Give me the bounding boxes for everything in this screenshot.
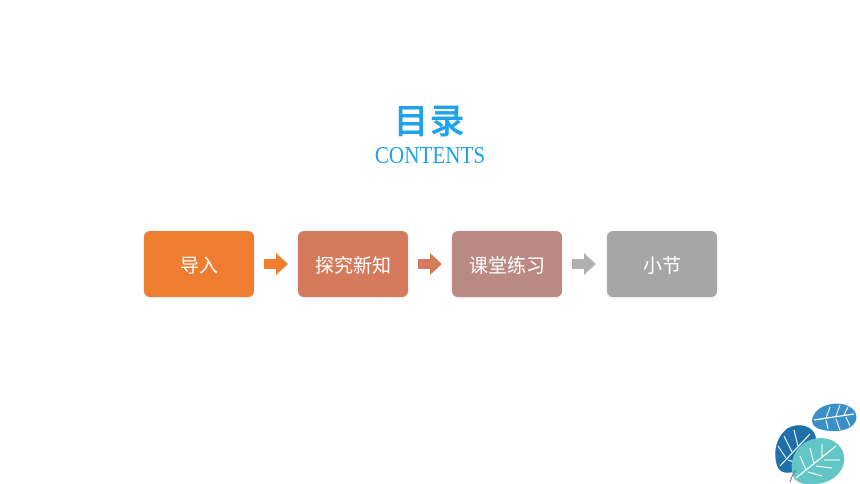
toc-step-intro[interactable]: 导入: [144, 231, 254, 297]
toc-step-explore[interactable]: 探究新知: [298, 231, 408, 297]
monstera-leaves-icon: [775, 403, 857, 484]
arrow-right-icon: [572, 253, 596, 275]
page-subtitle: CONTENTS: [374, 143, 486, 169]
arrow-right-icon: [418, 253, 442, 275]
arrow-right-icon: [264, 253, 288, 275]
toc-step-summary[interactable]: 小节: [607, 231, 717, 297]
toc-step-practice[interactable]: 课堂练习: [452, 231, 562, 297]
page-title: 目录: [394, 102, 466, 142]
